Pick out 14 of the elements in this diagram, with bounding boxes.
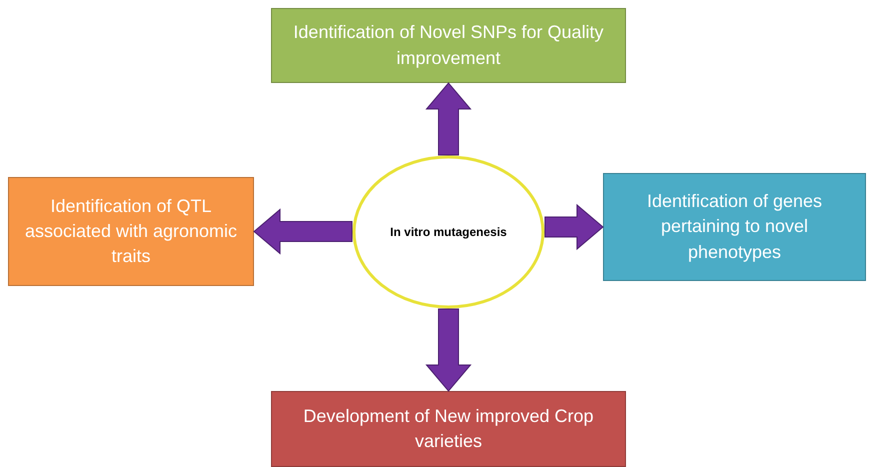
process-box xyxy=(603,173,866,281)
node-label: Identification of Novel SNPs for Quality improvement xyxy=(292,21,605,70)
block-arrow xyxy=(253,208,352,255)
process-box xyxy=(8,177,254,286)
block-arrow xyxy=(425,82,472,156)
block-arrow xyxy=(425,308,472,392)
node-label: Identification of QTL associated with agronomic traits xyxy=(24,194,238,268)
block-arrow xyxy=(544,204,604,250)
process-box xyxy=(271,391,626,467)
node-label: In vitro mutagenesis xyxy=(390,225,507,239)
center-ellipse xyxy=(352,155,545,309)
process-box xyxy=(271,8,626,83)
node-label: Identification of genes pertaining to novel phenotypes xyxy=(646,190,824,264)
node-label: Development of New improved Crop varieties xyxy=(302,404,595,453)
